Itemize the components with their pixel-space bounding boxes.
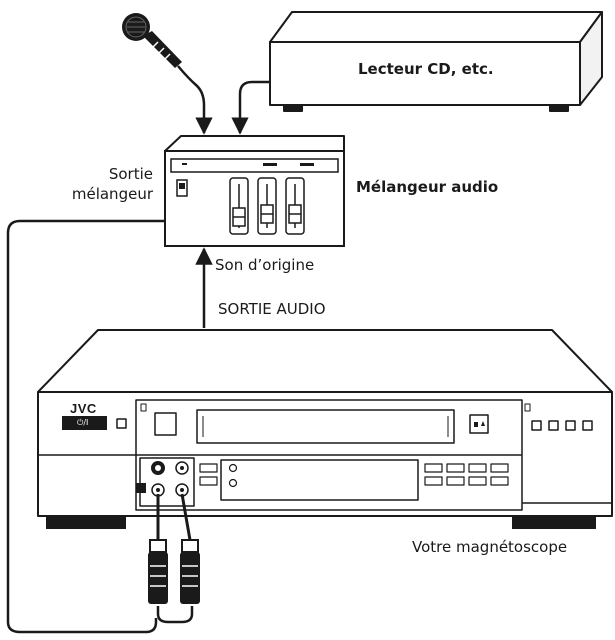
microphone-icon (122, 13, 182, 68)
vcr-illustration (37, 329, 613, 529)
rca-cable-join (156, 606, 194, 624)
cables (6, 65, 270, 634)
audio-mixer-label: Mélangeur audio (356, 178, 499, 196)
cd-player-illustration (269, 11, 603, 112)
mixer-output-label-line1: Sortie (108, 165, 153, 183)
mixer-output-label-line2: mélangeur (71, 185, 153, 203)
mixer-fader (229, 177, 249, 235)
cd-player-label: Lecteur CD, etc. (358, 60, 494, 78)
audio-mixer-illustration (164, 135, 345, 247)
vcr-label: Votre magnétoscope (412, 538, 568, 556)
mixer-output-cable (6, 219, 164, 634)
mixer-fader (285, 177, 305, 235)
cd-cable (231, 80, 270, 135)
jvc-logo: JVC (70, 401, 97, 416)
rca-plugs (148, 493, 200, 604)
power-button (62, 416, 107, 430)
mixer-fader (257, 177, 277, 235)
mic-cable (177, 65, 213, 135)
audio-out-label: SORTIE AUDIO (218, 300, 326, 318)
original-sound-label: Son d’origine (215, 256, 315, 274)
power-icon: ⏻/I (77, 418, 89, 427)
